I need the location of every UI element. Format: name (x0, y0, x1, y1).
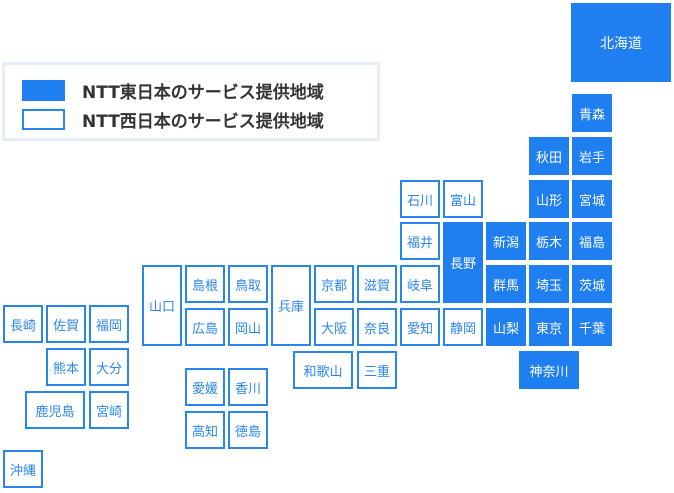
pref-kanagawa[interactable]: 神奈川 (519, 351, 579, 389)
legend-west-swatch (22, 109, 65, 130)
pref-gifu[interactable]: 岐阜 (400, 265, 440, 303)
pref-aomori[interactable]: 青森 (572, 94, 612, 132)
pref-ehime[interactable]: 愛媛 (185, 368, 225, 406)
legend-east-swatch (22, 80, 65, 101)
pref-mie[interactable]: 三重 (357, 351, 397, 389)
pref-oita[interactable]: 大分 (89, 348, 129, 386)
pref-osaka[interactable]: 大阪 (314, 308, 354, 346)
pref-shimane[interactable]: 島根 (185, 265, 225, 303)
pref-nagasaki[interactable]: 長崎 (3, 305, 43, 343)
legend-east-label: NTT東日本のサービス提供地域 (82, 83, 324, 103)
pref-hokkaido[interactable]: 北海道 (571, 3, 671, 82)
pref-tottori[interactable]: 鳥取 (228, 265, 268, 303)
pref-shiga[interactable]: 滋賀 (357, 265, 397, 303)
pref-fukui[interactable]: 福井 (400, 222, 440, 260)
legend-west-label: NTT西日本のサービス提供地域 (82, 112, 324, 132)
pref-kyoto[interactable]: 京都 (314, 265, 354, 303)
pref-okayama[interactable]: 岡山 (228, 308, 268, 346)
pref-ishikawa[interactable]: 石川 (400, 180, 440, 218)
pref-fukuoka[interactable]: 福岡 (89, 305, 129, 343)
pref-aichi[interactable]: 愛知 (400, 308, 440, 346)
pref-tokushima[interactable]: 徳島 (228, 411, 268, 449)
pref-yamagata[interactable]: 山形 (529, 180, 569, 218)
pref-yamanashi[interactable]: 山梨 (486, 308, 526, 346)
pref-niigata[interactable]: 新潟 (486, 222, 526, 260)
pref-kochi[interactable]: 高知 (185, 411, 225, 449)
legend-row-east: NTT東日本のサービス提供地域 (22, 78, 324, 103)
pref-hyogo[interactable]: 兵庫 (271, 265, 311, 346)
pref-gunma[interactable]: 群馬 (486, 265, 526, 303)
pref-akita[interactable]: 秋田 (529, 137, 569, 175)
pref-chiba[interactable]: 千葉 (572, 308, 612, 346)
map-legend: NTT東日本のサービス提供地域 NTT西日本のサービス提供地域 (2, 62, 380, 141)
pref-saitama[interactable]: 埼玉 (529, 265, 569, 303)
pref-nara[interactable]: 奈良 (357, 308, 397, 346)
pref-yamaguchi[interactable]: 山口 (142, 265, 182, 346)
pref-nagano[interactable]: 長野 (443, 222, 483, 303)
pref-miyazaki[interactable]: 宮崎 (89, 391, 129, 429)
pref-kagoshima[interactable]: 鹿児島 (25, 391, 85, 429)
pref-tochigi[interactable]: 栃木 (529, 222, 569, 260)
pref-ibaraki[interactable]: 茨城 (572, 265, 612, 303)
pref-kumamoto[interactable]: 熊本 (46, 348, 86, 386)
pref-miyagi[interactable]: 宮城 (572, 180, 612, 218)
pref-tokyo[interactable]: 東京 (529, 308, 569, 346)
pref-fukushima[interactable]: 福島 (572, 222, 612, 260)
pref-toyama[interactable]: 富山 (443, 180, 483, 218)
pref-hiroshima[interactable]: 広島 (185, 308, 225, 346)
pref-saga[interactable]: 佐賀 (46, 305, 86, 343)
pref-okinawa[interactable]: 沖縄 (3, 450, 43, 488)
pref-shizuoka[interactable]: 静岡 (443, 308, 483, 346)
pref-kagawa[interactable]: 香川 (228, 368, 268, 406)
pref-wakayama[interactable]: 和歌山 (293, 351, 353, 389)
legend-row-west: NTT西日本のサービス提供地域 (22, 107, 324, 132)
pref-iwate[interactable]: 岩手 (572, 137, 612, 175)
